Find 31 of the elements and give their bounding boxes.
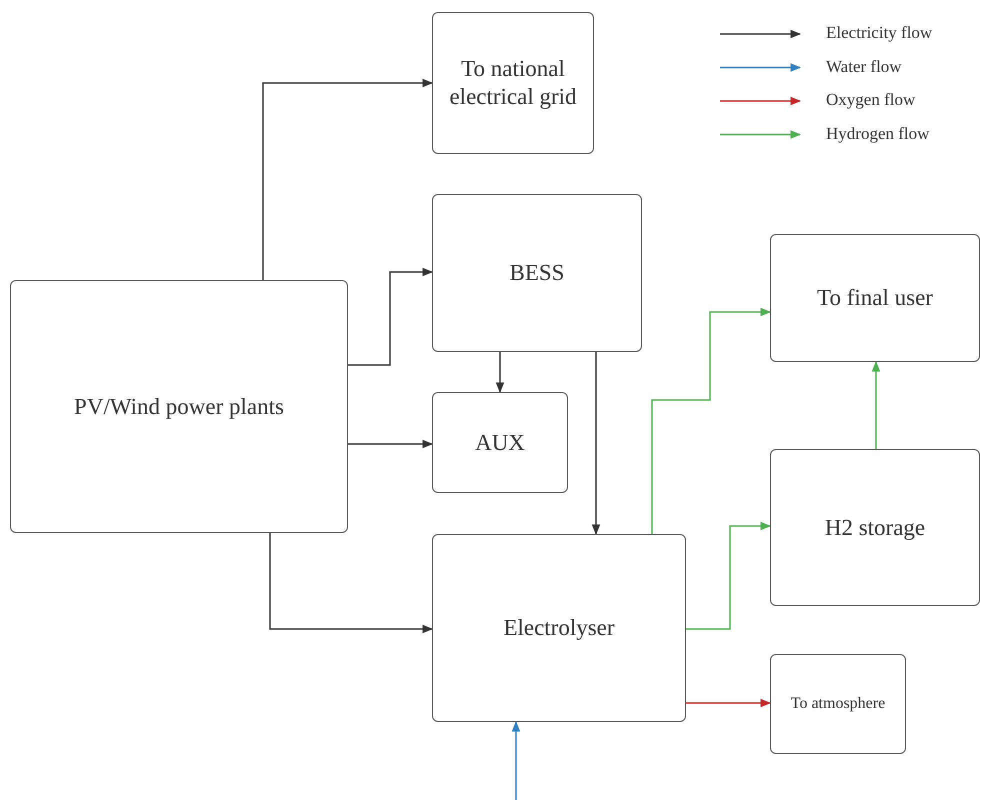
legend-label: Electricity flow — [826, 23, 932, 43]
arrow — [686, 698, 772, 708]
node-label: To national electrical grid — [448, 55, 578, 111]
process-box — [432, 534, 686, 722]
node-label: H2 storage — [824, 514, 926, 542]
node-label: PV/Wind power plants — [73, 392, 285, 420]
process-box — [10, 280, 348, 533]
arrow — [651, 308, 772, 534]
arrow — [686, 522, 772, 630]
node-label: BESS — [508, 259, 566, 287]
arrow — [592, 352, 600, 536]
arrow — [496, 352, 504, 394]
legend-label: Oxygen flow — [826, 90, 916, 110]
process-box — [432, 194, 642, 352]
arrow — [512, 720, 520, 800]
arrow — [262, 78, 434, 280]
arrow — [872, 360, 880, 449]
node-label: To final user — [816, 284, 934, 312]
process-box — [770, 234, 980, 362]
arrow — [348, 440, 434, 448]
node-label: AUX — [474, 428, 526, 456]
legend-label: Hydrogen flow — [826, 124, 930, 144]
process-box — [770, 654, 906, 754]
process-box — [432, 392, 568, 493]
process-box — [770, 449, 980, 606]
node-label: To atmosphere — [790, 694, 886, 714]
process-box — [432, 12, 594, 154]
node-label: Electrolyser — [502, 614, 616, 642]
arrow — [269, 533, 434, 634]
arrow — [348, 268, 434, 366]
legend-label: Water flow — [826, 56, 902, 76]
